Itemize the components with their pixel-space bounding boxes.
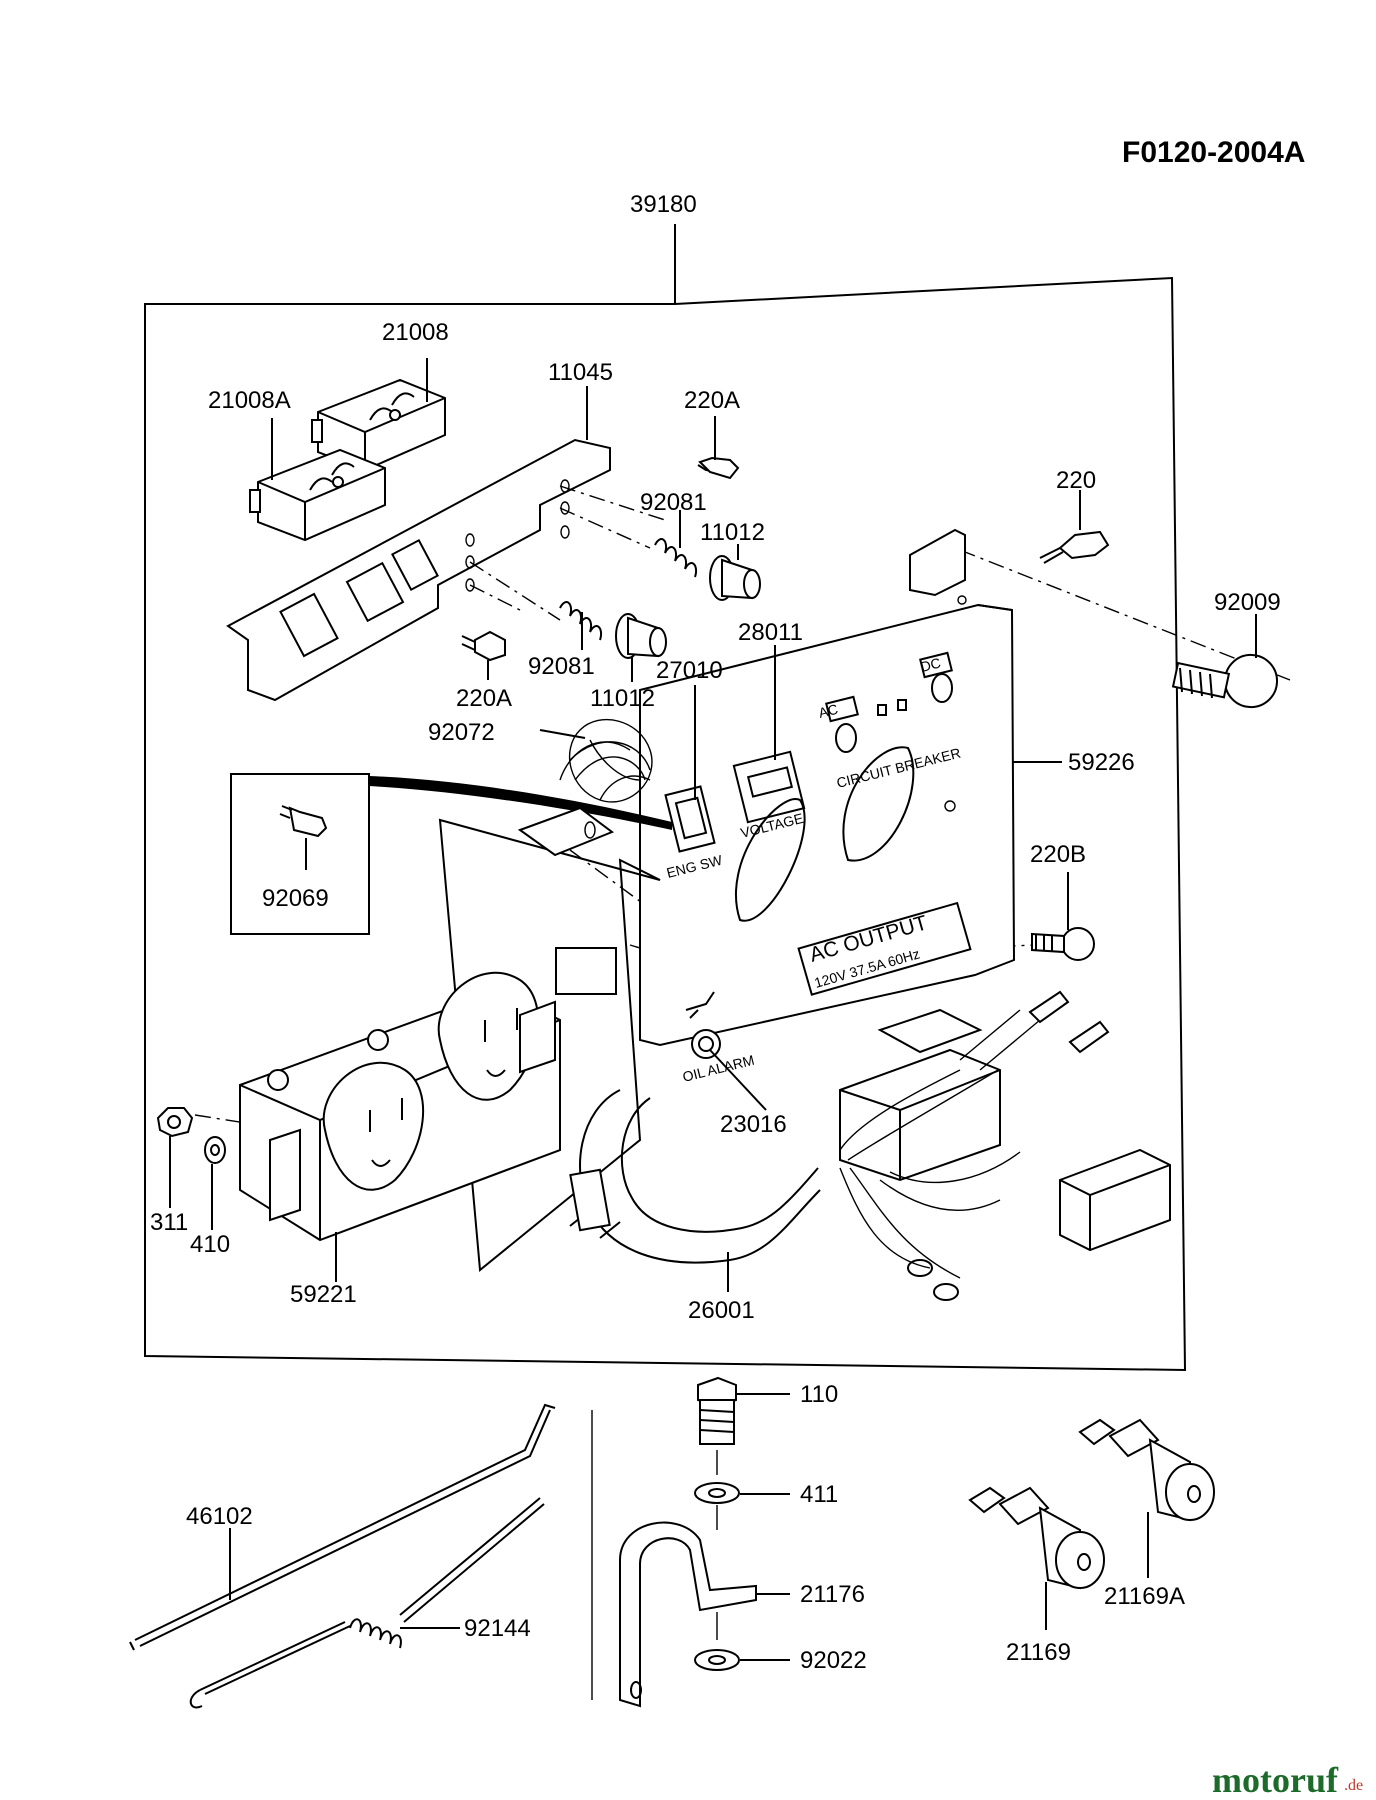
assembly-frame (144, 224, 1187, 1372)
screw-220 (1039, 530, 1110, 564)
part-label-92069[interactable]: 92069 (262, 885, 329, 912)
part-label-26001[interactable]: 26001 (688, 1297, 755, 1324)
receptacle-59221 (239, 971, 561, 1242)
control-panel-59226 (639, 528, 1016, 1059)
part-label-220[interactable]: 220 (1056, 467, 1096, 494)
screw-220A-mid (461, 630, 506, 662)
part-label-23016[interactable]: 23016 (720, 1111, 787, 1138)
part-label-11012-top[interactable]: 11012 (700, 519, 765, 546)
washer-92022 (694, 1649, 740, 1671)
washer-411 (694, 1482, 740, 1504)
watermark: motoruf .de (1212, 1760, 1363, 1800)
nut-311 (156, 1107, 194, 1138)
part-label-39180[interactable]: 39180 (630, 191, 697, 218)
part-label-21176[interactable]: 21176 (800, 1581, 865, 1608)
diagram-code: F0120-2004A (1122, 136, 1305, 169)
part-label-92009[interactable]: 92009 (1214, 589, 1281, 616)
spring-92081-top (654, 538, 697, 578)
panel-dc-label: DC (919, 654, 943, 674)
part-label-59221[interactable]: 59221 (290, 1281, 357, 1308)
part-label-110[interactable]: 110 (800, 1381, 838, 1408)
bolt-110 (697, 1376, 737, 1445)
bushing-11012-mid (615, 613, 667, 659)
part-label-21169[interactable]: 21169 (1006, 1639, 1071, 1666)
part-label-59226[interactable]: 59226 (1068, 749, 1135, 776)
part-label-220A-top[interactable]: 220A (684, 387, 740, 414)
bushing-11012-top (709, 555, 761, 601)
screw-220A-top (697, 456, 740, 480)
switch-21008A (249, 448, 386, 542)
panel-ac-label: AC (817, 701, 840, 721)
clamp-21176 (619, 1521, 757, 1708)
spring-92144 (189, 1497, 545, 1709)
bracket-plate-11045 (226, 438, 611, 702)
part-label-92081-mid[interactable]: 92081 (528, 653, 595, 680)
part-label-21008[interactable]: 21008 (382, 319, 449, 346)
wire-bundle-92072 (559, 718, 653, 803)
part-label-92081-top[interactable]: 92081 (640, 489, 707, 516)
part-label-411[interactable]: 411 (800, 1481, 838, 1508)
part-label-46102[interactable]: 46102 (186, 1503, 253, 1530)
watermark-suffix: .de (1344, 1777, 1363, 1794)
part-label-27010[interactable]: 27010 (656, 657, 723, 684)
part-label-410[interactable]: 410 (190, 1231, 230, 1258)
part-label-11012-mid[interactable]: 11012 (590, 685, 655, 712)
part-label-21169A[interactable]: 21169A (1104, 1583, 1185, 1610)
shield-plate (438, 806, 661, 1272)
part-label-220B[interactable]: 220B (1030, 841, 1086, 868)
part-label-92022[interactable]: 92022 (800, 1647, 867, 1674)
part-label-92144[interactable]: 92144 (464, 1615, 531, 1642)
inset-box-92069 (230, 773, 672, 935)
part-label-220A-mid[interactable]: 220A (456, 685, 512, 712)
switch-21008 (311, 378, 446, 472)
bolt-92009 (1171, 654, 1279, 708)
panel-oil-alarm: OIL ALARM (681, 1052, 756, 1085)
binding-post-21169A (1078, 1418, 1215, 1522)
binding-post-21169 (968, 1486, 1105, 1590)
screw-220B (1031, 927, 1096, 961)
rod-46102 (129, 1403, 556, 1651)
part-label-21008A[interactable]: 21008A (208, 387, 291, 414)
harness-26001 (569, 990, 1171, 1301)
part-label-92072[interactable]: 92072 (428, 719, 495, 746)
watermark-brand: motoruf (1212, 1760, 1339, 1800)
washer-410 (204, 1136, 226, 1164)
part-label-311[interactable]: 311 (150, 1209, 188, 1236)
spring-92081-mid (559, 601, 602, 641)
part-label-11045[interactable]: 11045 (548, 359, 613, 386)
part-label-28011[interactable]: 28011 (738, 619, 803, 646)
